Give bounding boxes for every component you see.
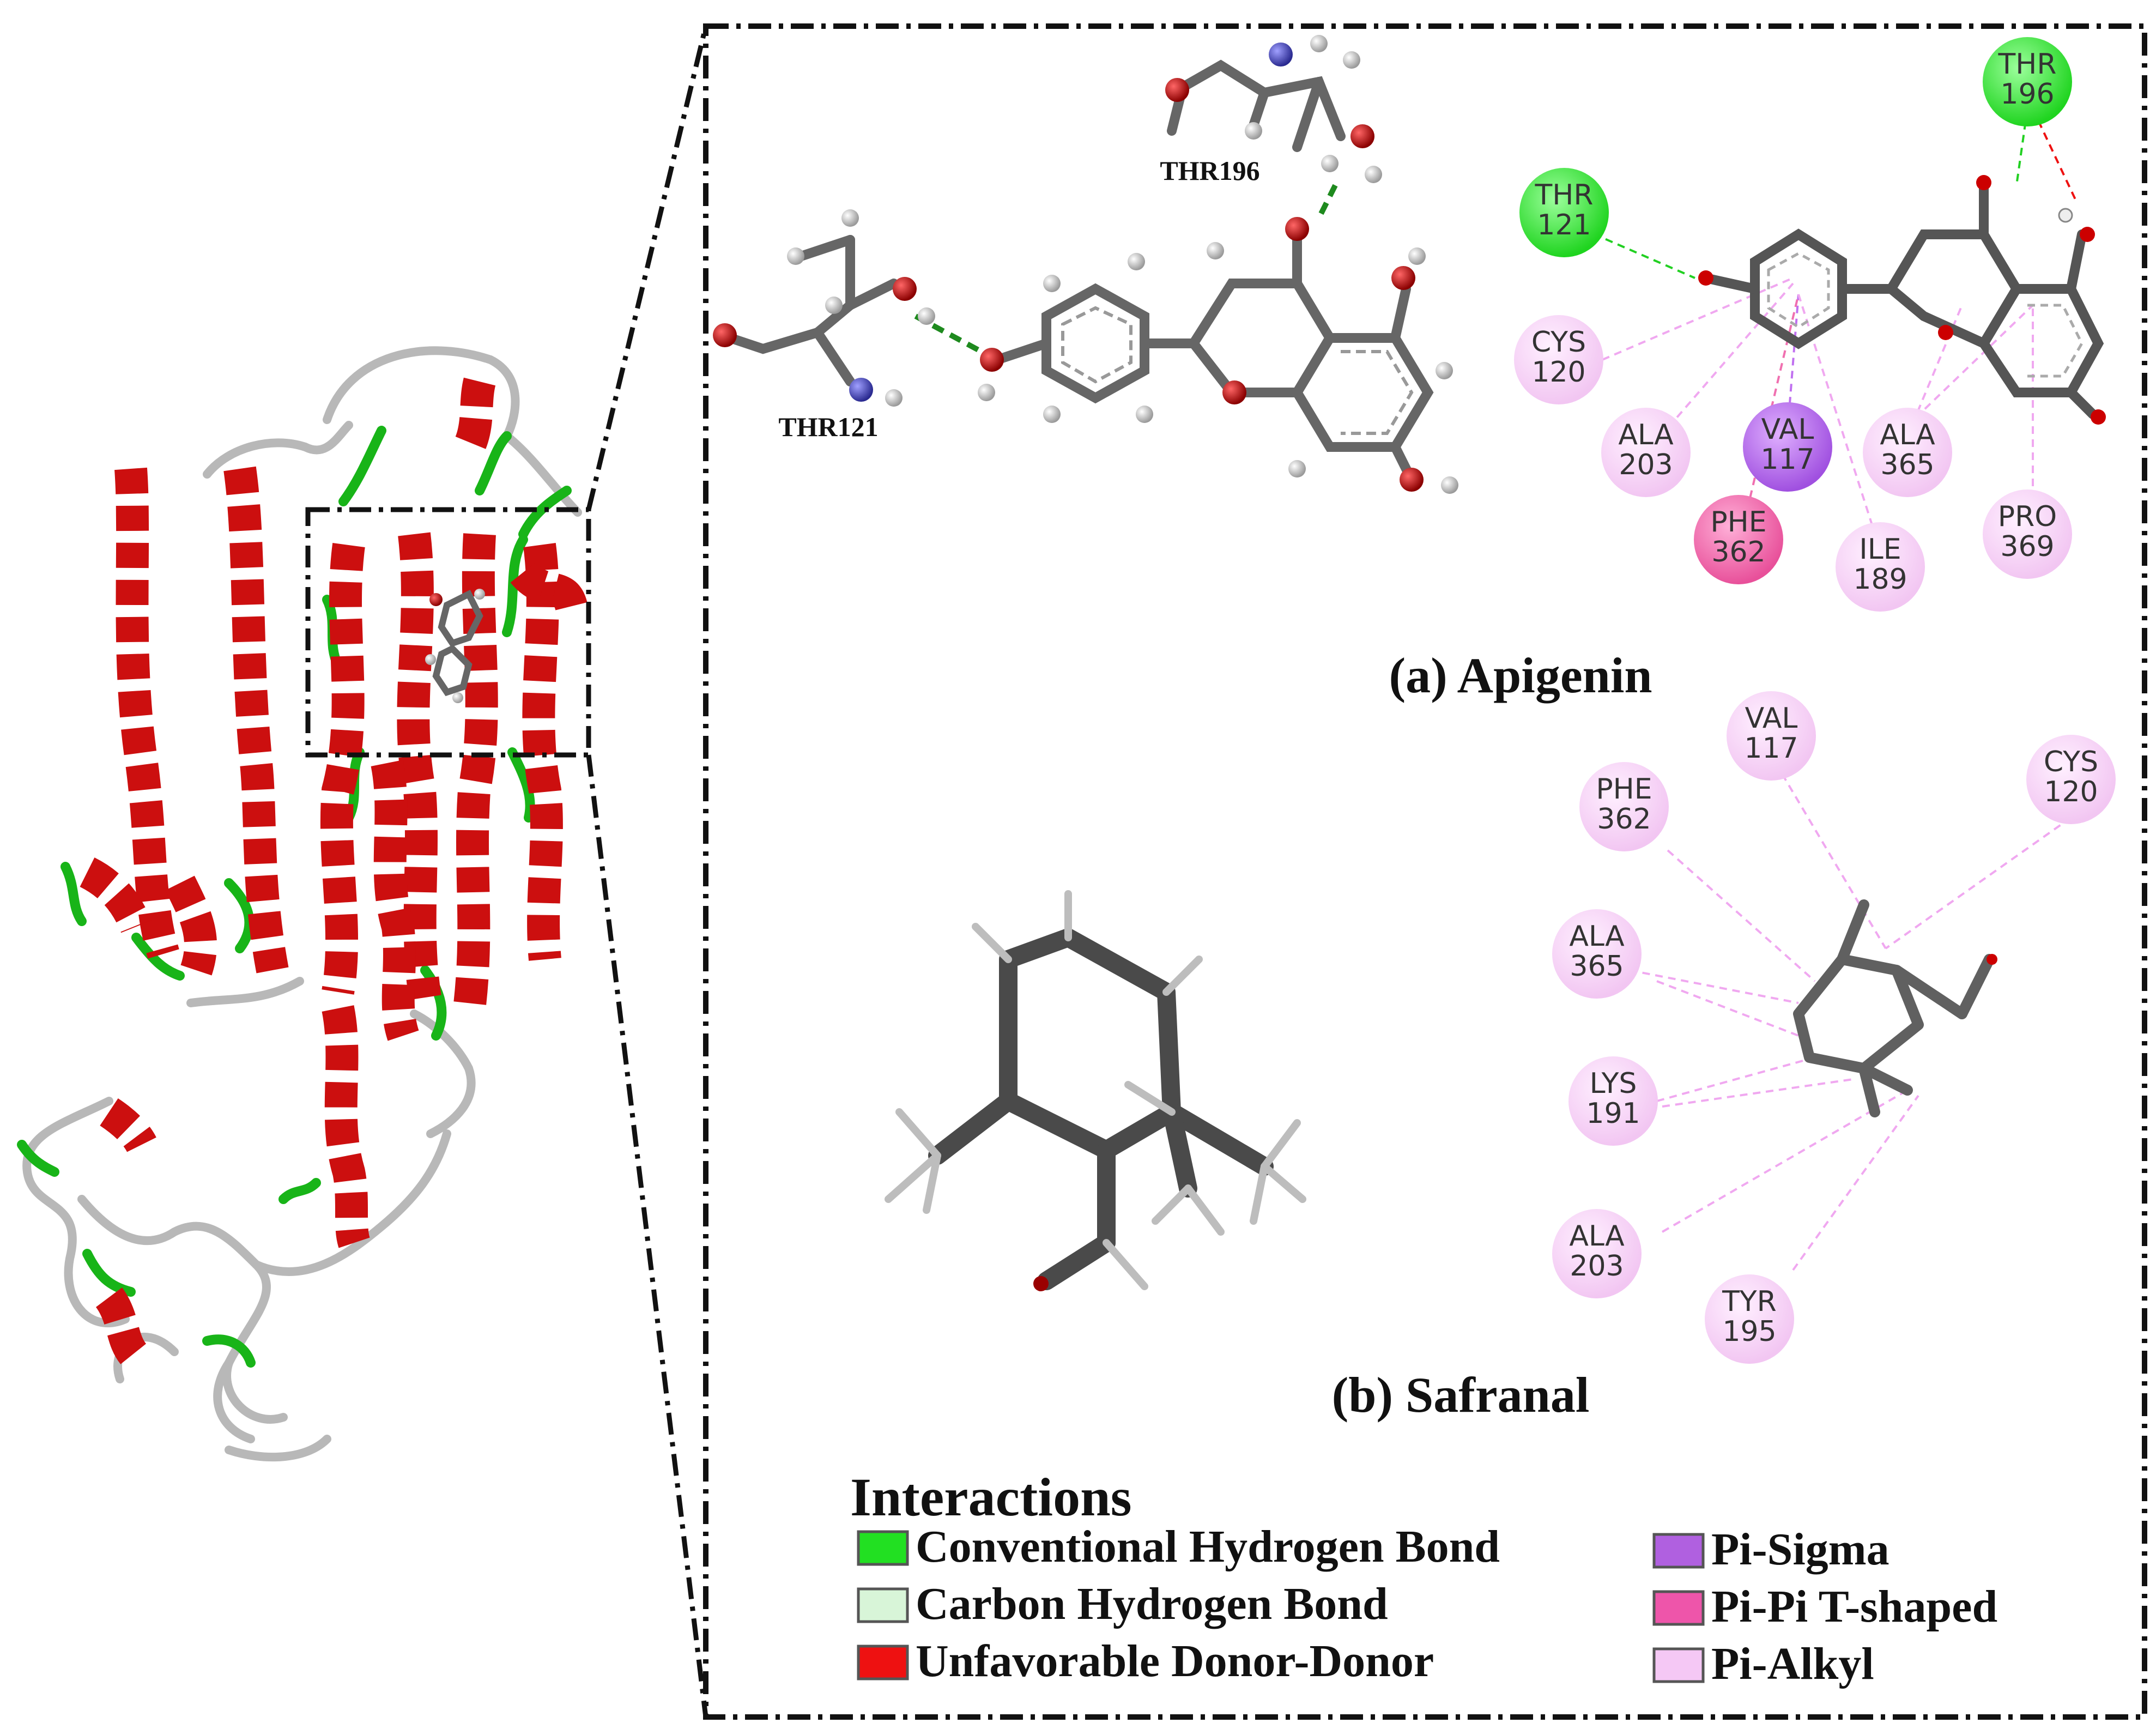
legend-swatch [857, 1530, 909, 1566]
legend-title: Interactions [850, 1467, 1132, 1527]
safranal-oxygen-atom [1033, 1276, 1049, 1291]
zoom-connectors [586, 25, 708, 1718]
residue-number: 365 [1570, 950, 1624, 983]
panel-a-title: (a) Apigenin [1389, 648, 1652, 703]
legend-swatch [1652, 1647, 1705, 1683]
residue-number: 369 [2000, 530, 2054, 563]
residue-phe362-b: PHE 362 [1579, 762, 1669, 851]
legend-label: Conventional Hydrogen Bond [916, 1521, 1500, 1572]
protein-loops [22, 346, 582, 1462]
residue-name: CYS [2044, 746, 2098, 778]
protein-coils [17, 426, 572, 1368]
residue-ala365-b: ALA 365 [1552, 909, 1642, 999]
residue-number: 362 [1711, 536, 1765, 569]
apigenin-2d-atoms [1698, 175, 2106, 425]
residue-phe362-a: PHE 362 [1694, 495, 1783, 584]
legend-swatch [1652, 1590, 1705, 1626]
residue-number: 117 [1744, 732, 1798, 765]
residue-name: PHE [1710, 506, 1766, 539]
residue-number: 203 [1619, 449, 1673, 481]
legend-label: Pi-Alkyl [1711, 1639, 1874, 1689]
safranal-residues: VAL 117 CYS 120 PHE 362 ALA 365 LYS [1552, 691, 2116, 1364]
protein-structure [17, 346, 591, 1462]
apigenin-3d-model: THR196 THR121 [713, 35, 1458, 494]
label-thr121-3d: THR121 [778, 412, 878, 442]
interactions-legend: Interactions Conventional Hydrogen Bond … [850, 1467, 1997, 1689]
apigenin-2d-aromatic [1767, 252, 2084, 378]
apigenin-3d-atoms [713, 35, 1458, 494]
legend-label: Pi-Pi T-shaped [1711, 1581, 1997, 1632]
residue-ile189-a: ILE 189 [1836, 522, 1925, 612]
safranal-3d-model [885, 890, 1306, 1291]
residue-cys120-a: CYS 120 [1514, 315, 1603, 404]
residue-ala365-a: ALA 365 [1863, 408, 1952, 497]
legend-swatch [857, 1645, 909, 1680]
residue-number: 191 [1586, 1097, 1640, 1130]
residue-name: PRO [1998, 500, 2057, 533]
residue-name: THR [1535, 179, 1594, 211]
residue-number: 120 [1531, 356, 1585, 389]
ligand-in-pocket [425, 589, 485, 703]
residue-number: 203 [1570, 1250, 1624, 1283]
apigenin-3d-hbonds [914, 184, 1338, 357]
residue-name: VAL [1745, 702, 1798, 735]
safranal-2d-oxygen [1987, 954, 1997, 965]
legend-label: Unfavorable Donor-Donor [916, 1636, 1434, 1686]
legend-label: Pi-Sigma [1711, 1524, 1889, 1575]
protein-helices [80, 377, 589, 1369]
safranal-2d-interaction-lines [1629, 773, 2072, 1271]
residue-name: ILE [1859, 533, 1901, 566]
residue-number: 189 [1853, 563, 1907, 596]
residue-name: PHE [1596, 773, 1652, 806]
legend-item-pi-pi-t-shaped: Pi-Pi T-shaped [1652, 1581, 1997, 1632]
panel-b-title: (b) Safranal [1332, 1367, 1590, 1423]
zoom-box [305, 507, 591, 758]
residue-number: 365 [1880, 449, 1934, 481]
safranal-3d-h-bonds [885, 890, 1306, 1290]
residue-thr196-a: THR 196 [1983, 37, 2072, 126]
residue-name: ALA [1569, 920, 1625, 953]
residue-tyr195-b: TYR 195 [1705, 1274, 1794, 1364]
apigenin-2d-diagram: THR 196 THR 121 CYS 120 ALA 203 VAL [1514, 37, 2106, 612]
residue-name: ALA [1880, 419, 1935, 451]
residue-number: 117 [1760, 443, 1814, 476]
legend-item-unfavorable-donor-donor: Unfavorable Donor-Donor [857, 1636, 1434, 1686]
apigenin-2d-molecule [1701, 180, 2104, 419]
residue-val117-b: VAL 117 [1727, 691, 1816, 781]
residue-pro369-a: PRO 369 [1983, 489, 2072, 579]
residue-val117-a: VAL 117 [1743, 402, 1832, 492]
residue-name: THR [1998, 48, 2057, 81]
residue-name: LYS [1590, 1067, 1637, 1100]
apigenin-residues: THR 196 THR 121 CYS 120 ALA 203 VAL [1514, 37, 2072, 612]
detail-panel-frame [703, 23, 2147, 1720]
legend-item-pi-sigma: Pi-Sigma [1652, 1524, 1889, 1575]
residue-name: ALA [1569, 1220, 1625, 1253]
residue-number: 362 [1597, 803, 1651, 836]
legend-swatch [1652, 1533, 1705, 1569]
legend-item-carbon-hbond: Carbon Hydrogen Bond [857, 1579, 1388, 1629]
residue-cys120-b: CYS 120 [2026, 735, 2116, 824]
legend-label: Carbon Hydrogen Bond [916, 1579, 1388, 1629]
residue-thr121-a: THR 121 [1519, 168, 1609, 257]
safranal-2d-diagram: VAL 117 CYS 120 PHE 362 ALA 365 LYS [1552, 691, 2116, 1364]
legend-item-pi-alkyl: Pi-Alkyl [1652, 1639, 1874, 1689]
residue-lys191-b: LYS 191 [1568, 1056, 1658, 1146]
residue-ala203-b: ALA 203 [1552, 1209, 1642, 1298]
apigenin-3d-aromatic [1061, 306, 1414, 435]
residue-number: 196 [2000, 78, 2054, 111]
residue-name: CYS [1531, 326, 1586, 359]
residue-ala203-a: ALA 203 [1601, 408, 1691, 497]
safranal-2d-molecule [1793, 899, 1995, 1117]
residue-number: 195 [1722, 1315, 1776, 1348]
residue-name: ALA [1618, 419, 1674, 451]
legend-swatch [857, 1587, 909, 1623]
residue-name: TYR [1722, 1285, 1777, 1318]
label-thr196-3d: THR196 [1160, 155, 1259, 186]
residue-name: VAL [1761, 413, 1814, 446]
residue-number: 121 [1537, 209, 1591, 241]
residue-number: 120 [2044, 776, 2098, 808]
legend-item-conventional-hbond: Conventional Hydrogen Bond [857, 1521, 1500, 1572]
